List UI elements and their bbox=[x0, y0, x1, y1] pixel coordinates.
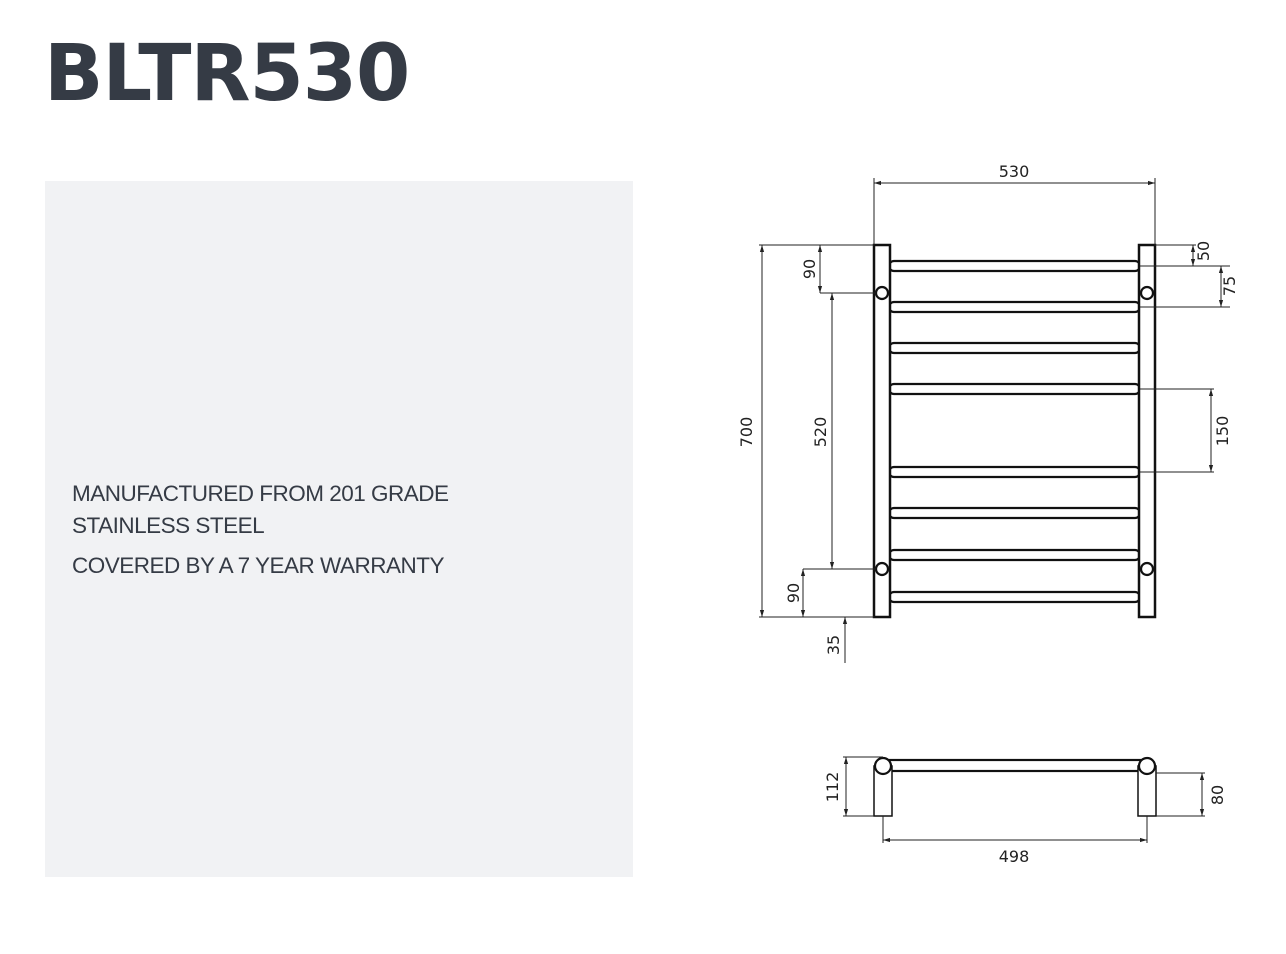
mount-holes bbox=[874, 285, 1155, 577]
rail bbox=[887, 341, 1142, 355]
dim-width: 530 bbox=[999, 162, 1030, 181]
right-post bbox=[1137, 243, 1157, 619]
front-dimension-lines bbox=[759, 178, 1230, 663]
mount-hole-icon bbox=[874, 561, 890, 577]
feature-text-material-2: STAINLESS STEEL bbox=[72, 513, 265, 538]
rail bbox=[887, 590, 1142, 604]
side-rail bbox=[881, 758, 1149, 773]
mount-hole-icon bbox=[874, 285, 890, 301]
rail bbox=[887, 548, 1142, 562]
dim-bottom-to-mount: 90 bbox=[784, 583, 803, 603]
left-post bbox=[872, 243, 892, 619]
mount-hole-icon bbox=[1139, 561, 1155, 577]
rail bbox=[887, 259, 1142, 273]
dim-middle-gap: 150 bbox=[1213, 416, 1232, 447]
dim-mount-spacing: 520 bbox=[811, 417, 830, 448]
rail bbox=[887, 465, 1142, 479]
front-view bbox=[872, 243, 1157, 619]
dim-floor-clearance: 35 bbox=[824, 635, 843, 655]
side-dimension-labels: 112 80 498 bbox=[823, 772, 1227, 866]
product-title: BLTR530 bbox=[44, 29, 410, 119]
side-left-rail-end-icon bbox=[873, 756, 893, 776]
dim-top-to-first-rail: 50 bbox=[1194, 241, 1213, 261]
dim-centres: 498 bbox=[999, 847, 1030, 866]
rail bbox=[887, 382, 1142, 396]
mount-hole-icon bbox=[1139, 285, 1155, 301]
front-dimension-labels: 530 700 90 520 90 35 50 75 150 bbox=[737, 162, 1239, 655]
dim-depth: 112 bbox=[823, 772, 842, 803]
side-dimension-lines bbox=[843, 756, 1205, 843]
feature-text-material-1: MANUFACTURED FROM 201 GRADE bbox=[72, 481, 449, 506]
rail bbox=[887, 506, 1142, 520]
dim-top-to-mount: 90 bbox=[800, 259, 819, 279]
rails bbox=[887, 259, 1142, 604]
rail bbox=[887, 300, 1142, 314]
feature-panel bbox=[45, 181, 633, 877]
dim-height: 700 bbox=[737, 417, 756, 448]
side-view bbox=[873, 756, 1157, 817]
dim-post-depth: 80 bbox=[1208, 785, 1227, 805]
dim-rail-pitch: 75 bbox=[1220, 276, 1239, 296]
feature-text-warranty: COVERED BY A 7 YEAR WARRANTY bbox=[72, 553, 444, 578]
side-right-rail-end-icon bbox=[1137, 756, 1157, 776]
